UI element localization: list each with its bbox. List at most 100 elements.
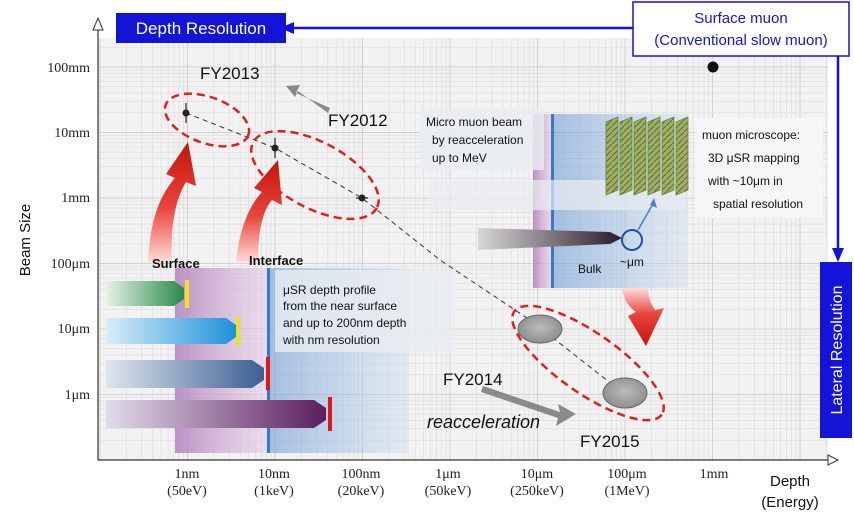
y-tick-1mm: 1mm (61, 191, 90, 206)
microscope-line-4: spatial resolution (713, 197, 803, 211)
fy2013-label: FY2013 (200, 64, 260, 83)
depth-profile-panel (275, 270, 455, 352)
fy2012-highlight (250, 129, 380, 221)
microscope-caption: muon microscope: 3D μSR mapping with ~10… (702, 128, 803, 211)
x-tick-100um-energy: (1MeV) (604, 484, 649, 499)
bulk-beam (478, 228, 622, 250)
x-axis-label-energy: (Energy) (761, 494, 819, 511)
y-axis-label: Beam Size (17, 204, 34, 277)
red-arrow-surface (148, 142, 196, 262)
depth-resolution-label: Depth Resolution (136, 19, 266, 38)
beam-purple (106, 400, 326, 428)
depth-resolution-arrowhead (280, 22, 294, 34)
stop-marker-purple (328, 397, 332, 431)
microscope-panel (695, 118, 823, 218)
x-tick-10nm: 10nm (258, 467, 290, 482)
fy2013-point (182, 103, 190, 123)
depth-profile-line-2: from the near surface (283, 299, 397, 313)
y-axis-arrowhead (92, 16, 104, 31)
x-tick-10nm-energy: (1keV) (254, 484, 294, 499)
y-tick-10mm: 10mm (54, 126, 90, 141)
lateral-resolution-label: Lateral Resolution (829, 286, 846, 415)
surface-label: Surface (152, 256, 200, 271)
microscope-line-3: with ~10μm in (707, 174, 783, 188)
stop-marker-green (185, 280, 189, 308)
fy2012-point-2 (356, 194, 368, 202)
depth-profile-line-4: with nm resolution (282, 333, 380, 347)
micro-beam-caption: Micro muon beam by reacceleration up to … (426, 115, 523, 165)
fy2013-highlight (163, 92, 251, 148)
y-tick-1um: 1μm (65, 388, 91, 403)
grey-arrows (286, 85, 576, 426)
y-tick-100mm: 100mm (47, 61, 90, 76)
sheet-5 (661, 116, 675, 196)
micrometer-label: ~μm (620, 255, 644, 269)
depth-profile-caption: μSR depth profile from the near surface … (282, 283, 406, 347)
x-tick-100um: 100μm (607, 467, 647, 482)
fy2012-point-1 (271, 138, 279, 158)
x-tick-100nm-energy: (20keV) (338, 484, 385, 499)
x-tick-100nm: 100nm (342, 467, 381, 482)
depth-beams (106, 280, 332, 431)
x-tick-1um: 1μm (435, 467, 461, 482)
stop-marker-steel (266, 357, 270, 390)
interface-label: Interface (249, 253, 303, 268)
x-tick-1mm: 1mm (700, 467, 729, 482)
fy2015-beam-spot (602, 377, 648, 409)
focus-pointer-tip (650, 198, 657, 208)
beam-focus-ring (621, 229, 643, 251)
surface-muon-subtitle: (Conventional slow muon) (654, 32, 827, 49)
x-tick-labels: 1nm (50eV) 10nm (1keV) 100nm (20keV) 1μm… (167, 467, 728, 499)
x-tick-10um: 10μm (521, 467, 554, 482)
sheet-6 (675, 116, 689, 196)
depth-resolution-box (116, 13, 286, 43)
fy2012-label: FY2012 (328, 111, 388, 130)
beam-steel (106, 360, 264, 388)
microscope-line-2: 3D μSR mapping (708, 151, 800, 165)
microscope-line-1: muon microscope: (702, 128, 800, 142)
bulk-label: Bulk (578, 262, 602, 276)
x-tick-1um-energy: (50keV) (425, 484, 472, 499)
surface-muon-box (632, 1, 850, 57)
y-tick-10um: 10μm (58, 322, 91, 337)
grey-arrow-reacceleration (481, 386, 576, 426)
x-axis-label-depth: Depth (770, 473, 810, 490)
sheet-3 (633, 116, 647, 196)
depth-profile-line-1: μSR depth profile (283, 283, 376, 297)
fiscal-year-labels: FY2013 FY2012 FY2014 FY2015 (200, 64, 640, 451)
red-arrow-bulk (622, 288, 664, 346)
sheet-2 (619, 116, 633, 196)
y-tick-100um: 100μm (51, 257, 91, 272)
stop-marker-cyan (236, 316, 240, 346)
fy2014-label: FY2014 (443, 370, 503, 389)
micro-beam-panel (420, 108, 544, 170)
y-tick-labels: 100mm 10mm 1mm 100μm 10μm 1μm (47, 61, 90, 403)
red-dashed-highlights (163, 92, 665, 422)
fy2014-2015-highlight (511, 304, 665, 422)
x-tick-1nm: 1nm (175, 467, 200, 482)
micro-beam-line-2: by reacceleration (432, 133, 523, 147)
x-tick-10um-energy: (250keV) (510, 484, 564, 499)
sheet-1 (605, 116, 619, 196)
bulk-caption-panel (430, 180, 685, 210)
depth-profile-line-3: and up to 200nm depth (283, 316, 406, 330)
fy2014-beam-spot (517, 314, 563, 344)
beam-surface-green (106, 281, 184, 306)
fy2015-label: FY2015 (580, 432, 640, 451)
beam-cyan (106, 318, 236, 344)
grey-arrow-fy2012 (286, 85, 330, 113)
lateral-resolution-box (820, 262, 852, 438)
microscope-sheets (605, 116, 689, 196)
focus-pointer (637, 201, 655, 231)
red-arrow-interface (236, 160, 282, 262)
surface-muon-title: Surface muon (694, 10, 787, 27)
lateral-resolution-arrowhead (832, 248, 844, 262)
micro-beam-line-1: Micro muon beam (426, 115, 522, 129)
reacceleration-label: reacceleration (427, 412, 540, 432)
sheet-4 (647, 116, 661, 196)
micro-beam-line-3: up to MeV (432, 151, 487, 165)
x-tick-1nm-energy: (50eV) (167, 484, 207, 499)
x-axis-arrowhead (827, 454, 840, 466)
